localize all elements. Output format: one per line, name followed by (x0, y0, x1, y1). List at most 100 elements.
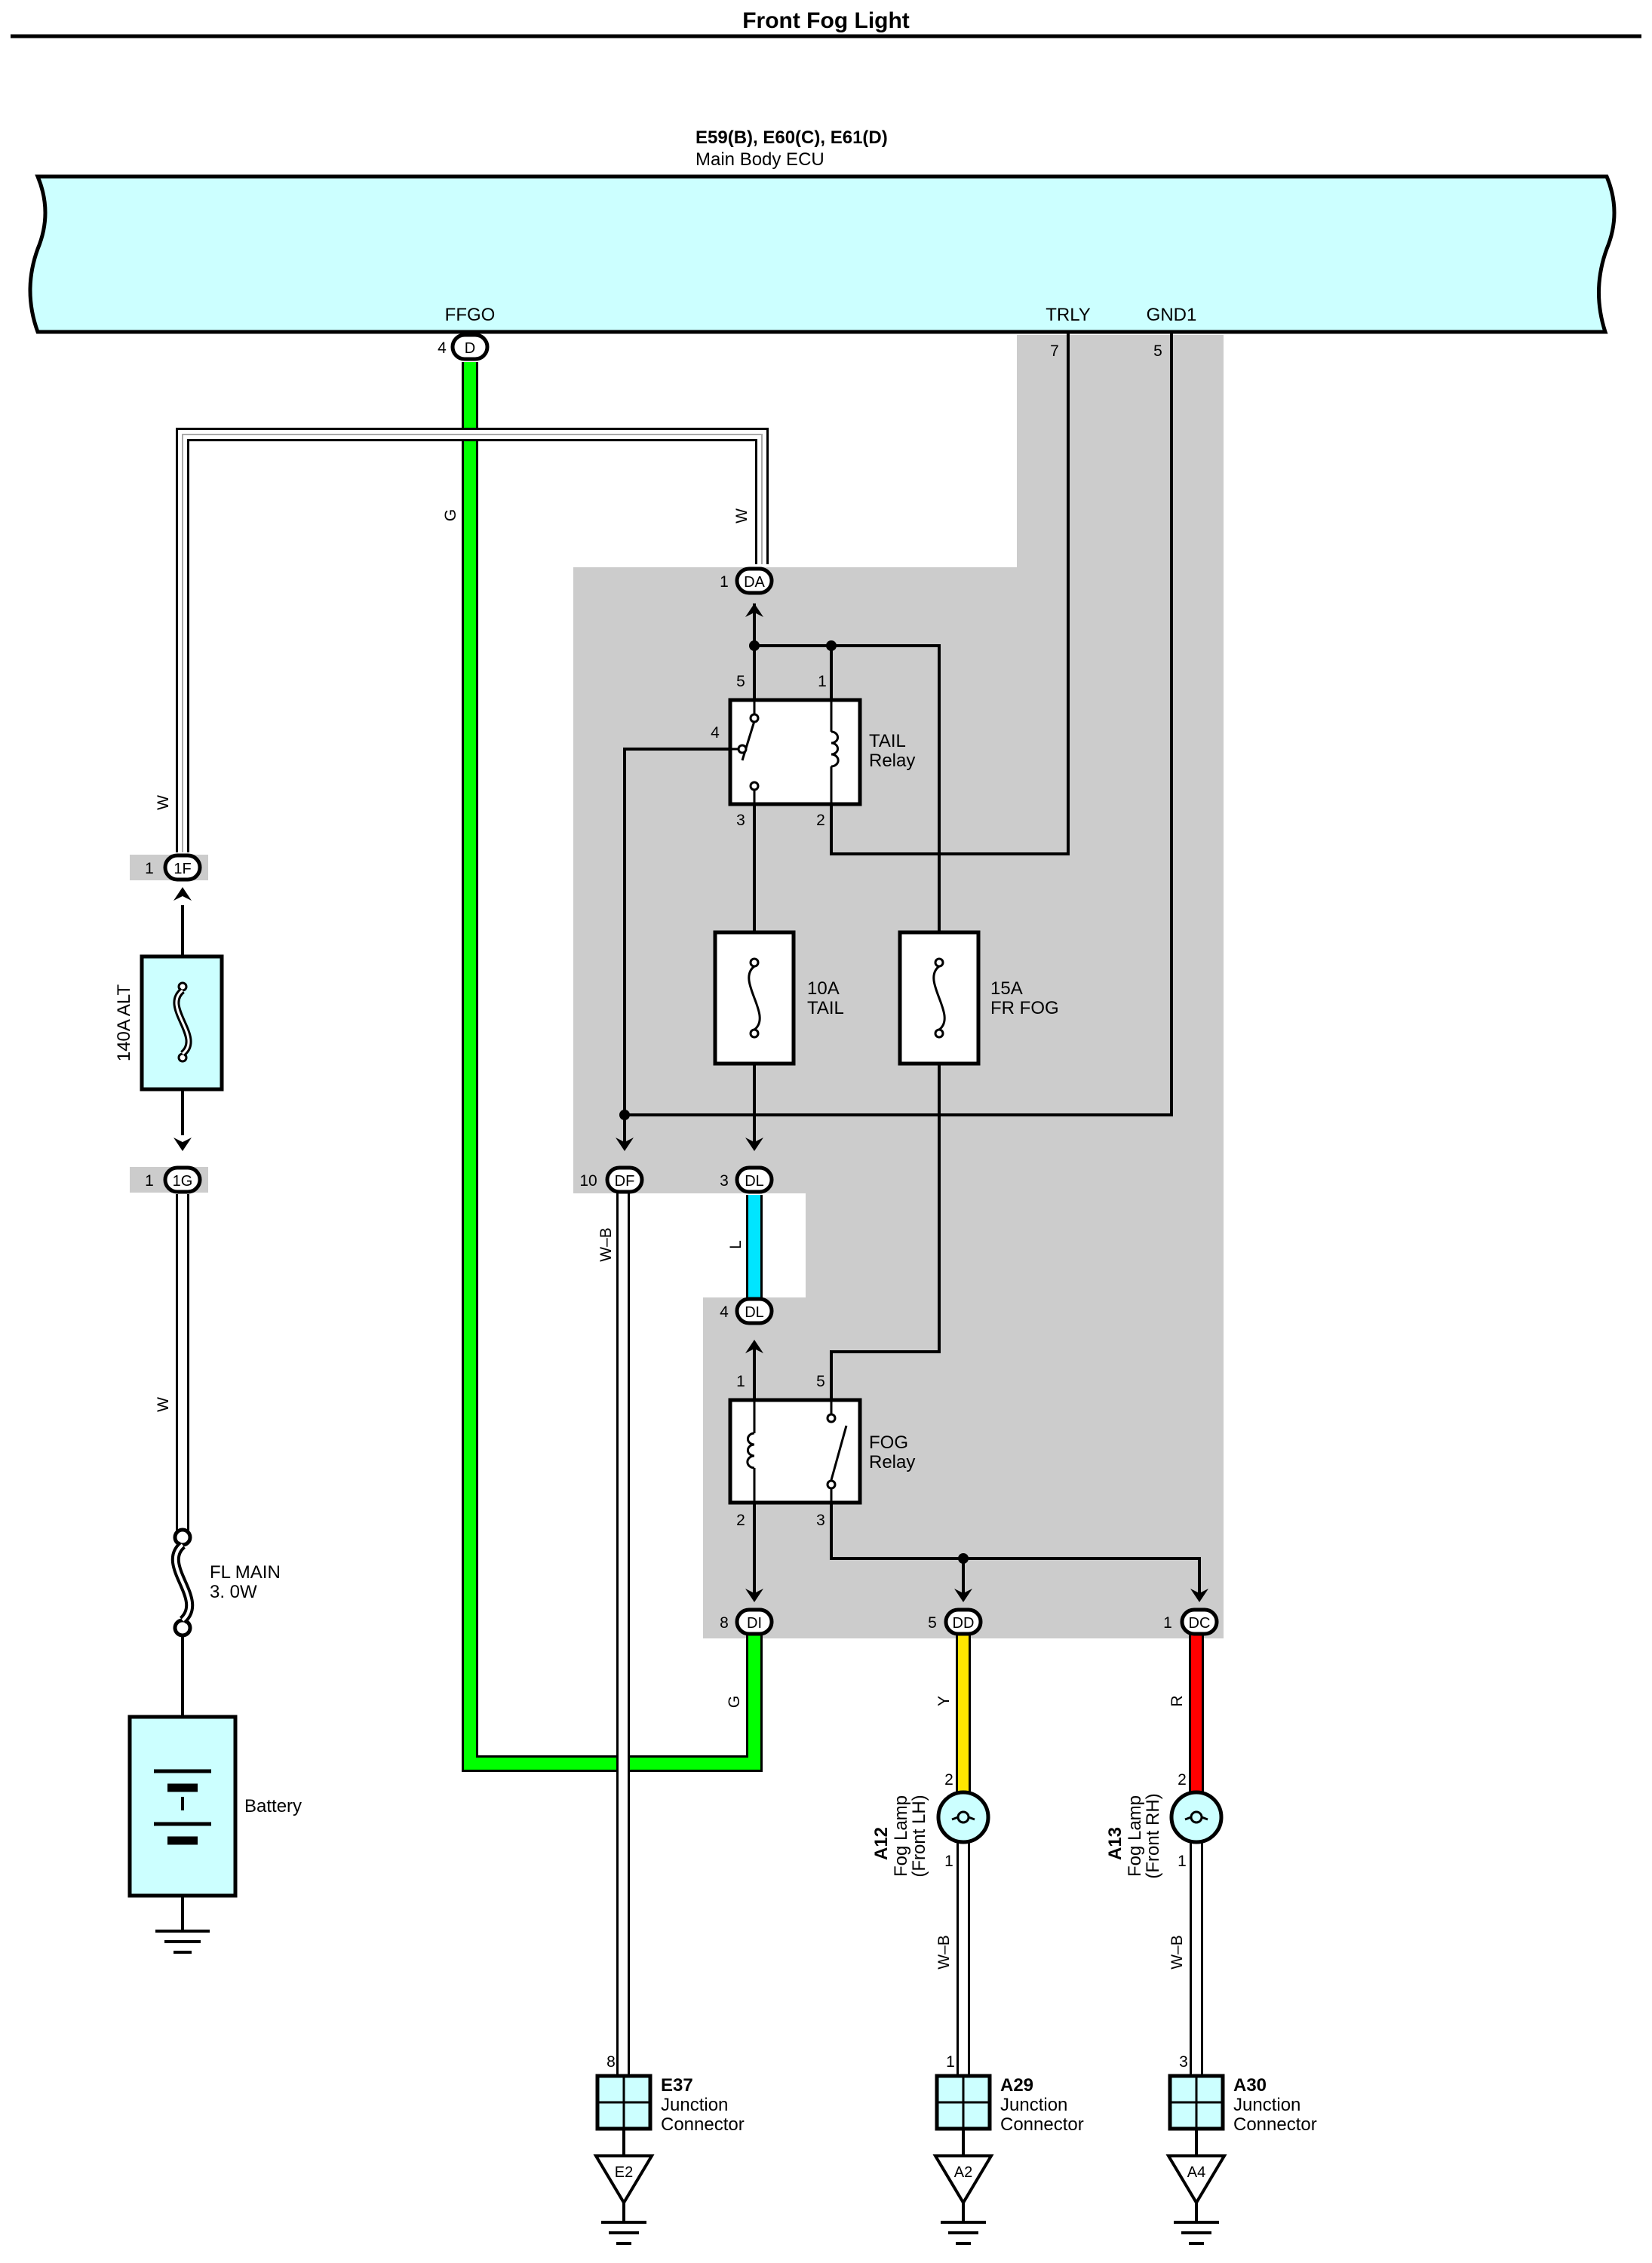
fl-main-label1: FL MAIN (210, 1562, 281, 1583)
junction-connector-a29 (932, 2074, 994, 2245)
wire-label-w-mid: W (155, 1397, 172, 1412)
fl-main-fusible-link (170, 1528, 195, 1638)
pin-gnd1: 5 (1153, 342, 1162, 360)
page-title: Front Fog Light (742, 8, 910, 33)
lamp-lh-code: A12 (871, 1827, 892, 1860)
tail-relay-pin5: 5 (736, 673, 745, 690)
battery-ground-icon (155, 1930, 210, 1954)
fog-lamp-lh (936, 1790, 990, 1844)
wire-l (748, 1195, 760, 1297)
conn-d: D (465, 340, 475, 357)
wire-label-w-jb: W (155, 795, 172, 810)
pin-dl-top: 3 (720, 1172, 729, 1190)
conn-dl-bot: DL (745, 1304, 764, 1321)
wire-label-y: Y (935, 1696, 953, 1706)
conn-1f: 1F (173, 861, 191, 877)
tail-relay-name1: TAIL (869, 731, 906, 751)
ecu-name: Main Body ECU (695, 149, 824, 170)
e37-line1: Junction (661, 2095, 728, 2115)
pin-dl-bot: 4 (720, 1303, 729, 1321)
ecu-pin-trly-label: TRLY (1046, 305, 1091, 325)
fl-main-label2: 3. 0W (210, 1582, 257, 1602)
fuse-fr-fog-name: FR FOG (990, 998, 1059, 1018)
lamp-rh-pin-top: 2 (1178, 1771, 1187, 1789)
ecu-pin-ffgo-label: FFGO (445, 305, 496, 325)
splice-dots (619, 640, 969, 1564)
tail-relay (728, 698, 862, 806)
connector-ovals (163, 333, 1219, 1636)
fog-relay (728, 1398, 862, 1505)
pin-df: 10 (579, 1172, 597, 1190)
wire-wb-a12 (959, 1841, 968, 2074)
wire-label-wb-a12: W–B (935, 1935, 953, 1970)
wire-label-r: R (1168, 1695, 1186, 1706)
a29-line1: Junction (1000, 2095, 1067, 2115)
conn-dc: DC (1189, 1615, 1211, 1632)
lamp-rh-line2: (Front RH) (1143, 1793, 1163, 1878)
ground-a4: A4 (1187, 2164, 1205, 2181)
lamp-lh-pin-top: 2 (944, 1771, 953, 1789)
conn-1g: 1G (173, 1173, 193, 1190)
conn-da: DA (744, 574, 765, 591)
conn-dl-top: DL (745, 1173, 764, 1190)
fog-relay-pin1: 1 (736, 1373, 745, 1390)
wire-label-w-top: W (733, 508, 751, 524)
wire-label-g-main: G (442, 509, 459, 521)
wire-label-wb-df: W–B (597, 1227, 615, 1262)
wire-g-ffgo-core (464, 362, 760, 1770)
conn-di: DI (747, 1615, 762, 1632)
pin-dc: 1 (1163, 1614, 1172, 1632)
a30-line1: Junction (1233, 2095, 1300, 2115)
fog-relay-pin2: 2 (736, 1512, 745, 1529)
e37-pin: 8 (606, 2053, 616, 2071)
lamp-lh-line1: Fog Lamp (891, 1795, 911, 1877)
ground-e2: E2 (615, 2164, 633, 2181)
e37-line2: Connector (661, 2114, 745, 2135)
fog-relay-pin5: 5 (816, 1373, 825, 1390)
lamp-rh-line1: Fog Lamp (1125, 1795, 1145, 1877)
battery (127, 1715, 238, 1898)
lamp-lh-pin-bot: 1 (944, 1853, 953, 1870)
wire-wb-a13 (1192, 1841, 1201, 2074)
junction-connector-e37 (593, 2074, 655, 2245)
tail-relay-pin2: 2 (816, 812, 825, 829)
a30-pin: 3 (1179, 2053, 1188, 2071)
conn-df: DF (615, 1173, 635, 1190)
wire-wb-df (619, 1193, 628, 2074)
fuse-140a-alt (140, 954, 224, 1092)
junction-connector-a30 (1165, 2074, 1227, 2245)
wire-w-top-inner (182, 434, 763, 852)
tail-relay-name2: Relay (869, 751, 915, 771)
fuse-tail-rating: 10A (807, 978, 840, 999)
e37-code: E37 (661, 2075, 693, 2096)
pin-ffgo: 4 (438, 339, 447, 357)
ground-a2: A2 (954, 2164, 972, 2181)
ecu-connectors: E59(B), E60(C), E61(D) (695, 127, 888, 148)
a29-code: A29 (1000, 2075, 1033, 2096)
fuse-10a-tail (713, 930, 796, 1066)
pin-dd: 5 (928, 1614, 937, 1632)
lamp-rh-code: A13 (1105, 1827, 1125, 1860)
fog-relay-name1: FOG (869, 1432, 908, 1453)
fog-lamp-rh (1169, 1790, 1224, 1844)
ecu-pin-gnd1-label: GND1 (1147, 305, 1197, 325)
pin-1g: 1 (145, 1172, 154, 1190)
pin-da: 1 (720, 573, 729, 591)
tail-relay-pin3: 3 (736, 812, 745, 829)
internal-wiring (181, 332, 1201, 1931)
main-body-ecu (28, 174, 1617, 334)
pin-trly: 7 (1050, 342, 1059, 360)
wire-label-wb-a13: W–B (1168, 1935, 1186, 1970)
fuse-alt-label: 140A ALT (114, 984, 134, 1062)
wire-label-g-di: G (726, 1696, 743, 1708)
a30-code: A30 (1233, 2075, 1267, 2096)
lamp-lh-line2: (Front LH) (909, 1795, 929, 1877)
tail-relay-pin4: 4 (711, 724, 720, 742)
battery-label: Battery (244, 1796, 302, 1816)
conn-dd: DD (953, 1615, 975, 1632)
tail-relay-pin1: 1 (818, 673, 827, 690)
a29-line2: Connector (1000, 2114, 1084, 2135)
lamp-rh-pin-bot: 1 (1178, 1853, 1187, 1870)
fog-relay-name2: Relay (869, 1452, 915, 1472)
